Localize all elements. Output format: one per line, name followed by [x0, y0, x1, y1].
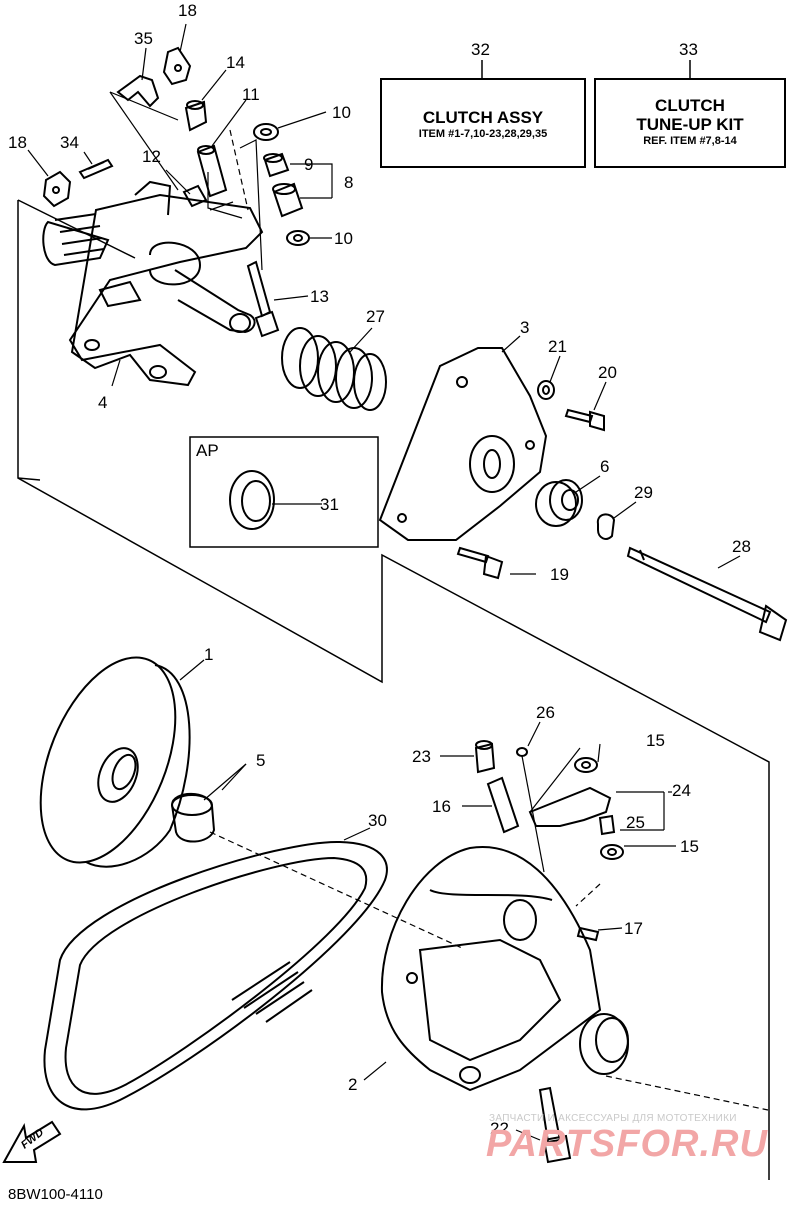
ap-label: AP	[196, 441, 219, 460]
callout-29: 29	[634, 483, 653, 502]
callout-16: 16	[432, 797, 451, 816]
weight-18-top	[162, 46, 192, 86]
callout-10-top: 10	[332, 103, 351, 122]
spring-27	[281, 327, 387, 411]
callout-1: 1	[204, 645, 213, 664]
diagram-code: 8BW100-4110	[8, 1186, 103, 1203]
roller-unlabeled	[579, 1013, 629, 1075]
callout-17: 17	[624, 919, 643, 938]
bushing-8	[272, 182, 304, 218]
screw-17	[576, 926, 600, 942]
tune-up-kit-box: CLUTCH TUNE-UP KIT REF. ITEM #7,8-14	[594, 78, 786, 168]
clutch-assy-title: CLUTCH ASSY	[422, 108, 544, 127]
bolt-28	[626, 546, 788, 642]
clutch-assy-subtitle: ITEM #1-7,10-23,28,29,35	[418, 128, 548, 140]
callout-34: 34	[60, 133, 79, 152]
pin-26	[516, 747, 545, 873]
clutch-assy-box: CLUTCH ASSY ITEM #1-7,10-23,28,29,35	[380, 78, 586, 168]
tune-up-kit-title-2: TUNE-UP KIT	[636, 115, 744, 134]
bolt-13	[246, 260, 280, 338]
callout-23: 23	[412, 747, 431, 766]
callout-8: 8	[344, 173, 353, 192]
nut-21	[537, 380, 555, 400]
washer-15-bottom	[600, 844, 624, 860]
callout-14: 14	[226, 53, 245, 72]
screw-12	[182, 184, 208, 208]
callout-25: 25	[626, 813, 645, 832]
bushing-25	[598, 814, 616, 836]
callout-28: 28	[732, 537, 751, 556]
bracket-35	[116, 74, 160, 108]
callout-21: 21	[548, 337, 567, 356]
cover-part-3	[378, 347, 548, 541]
bushing-9	[263, 152, 290, 178]
callout-4: 4	[98, 393, 107, 412]
clutch-assy-number: 32	[471, 40, 490, 59]
callout-2: 2	[348, 1075, 357, 1094]
callout-26: 26	[536, 703, 555, 722]
washer-15-top	[574, 757, 598, 773]
sheave-part-2	[380, 846, 602, 1092]
callout-19: 19	[550, 565, 569, 584]
callout-9: 9	[304, 155, 313, 174]
arm-24	[528, 747, 612, 827]
callout-31: 31	[320, 495, 339, 514]
callout-24: 24	[672, 781, 691, 800]
callout-27: 27	[366, 307, 385, 326]
tune-up-kit-title-1: CLUTCH	[655, 96, 725, 115]
nut-23	[474, 740, 496, 774]
pin-34	[78, 158, 114, 180]
callout-15-top: 15	[646, 731, 665, 750]
tune-up-kit-number: 33	[679, 40, 698, 59]
washer-10-bottom	[286, 230, 310, 246]
tune-up-kit-subtitle: REF. ITEM #7,8-14	[643, 135, 737, 147]
callout-12: 12	[142, 147, 161, 166]
callout-13: 13	[310, 287, 329, 306]
callout-11: 11	[242, 85, 260, 104]
bushing-5	[170, 792, 216, 843]
assembly-outline	[17, 200, 770, 1180]
seal-31	[229, 470, 275, 530]
watermark-logo: PARTSFOR.RU	[486, 1123, 768, 1165]
roller-6	[535, 479, 583, 527]
callout-15-bottom: 15	[680, 837, 699, 856]
callout-20: 20	[598, 363, 617, 382]
callout-5: 5	[256, 751, 265, 770]
callout-35: 35	[134, 29, 153, 48]
sheave-part-1	[39, 656, 191, 868]
callout-30: 30	[368, 811, 387, 830]
fwd-arrow-icon	[2, 1120, 62, 1163]
ap-box	[189, 436, 379, 548]
drive-belt-30	[43, 840, 388, 1111]
watermark-caption: ЗАПЧАСТИ И АКСЕССУАРЫ ДЛЯ МОТОТЕХНИКИ	[489, 1113, 737, 1124]
bolt-22	[538, 1086, 572, 1164]
callout-6: 6	[600, 457, 609, 476]
bolt-19	[456, 546, 504, 580]
callout-22: 22	[490, 1119, 509, 1138]
callout-3: 3	[520, 318, 529, 337]
callout-18-left: 18	[8, 133, 27, 152]
pin-11	[196, 144, 228, 198]
shaft-16	[486, 776, 520, 834]
nut-14	[184, 100, 208, 132]
callout-18-top: 18	[178, 1, 197, 20]
weight-18-left	[42, 170, 72, 208]
hub-spider-part	[42, 180, 264, 387]
callout-10-bottom: 10	[334, 229, 353, 248]
washer-10-top	[253, 123, 279, 141]
bolt-20	[564, 408, 605, 432]
clip-29	[596, 513, 616, 540]
